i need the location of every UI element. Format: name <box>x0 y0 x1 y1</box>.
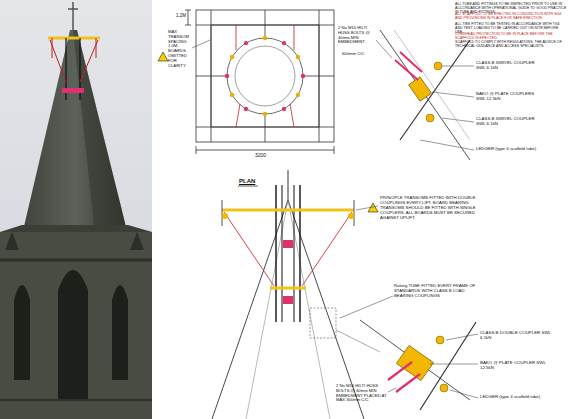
dimension-label: 1.2M <box>176 13 188 18</box>
coupler-mark <box>244 41 248 45</box>
note-label: PRINCIPLE TRANSOMS FITTED WITH DOUBLE CO… <box>380 196 484 221</box>
coupler-mark <box>282 41 286 45</box>
part-label: BAKO @ PLATE COUPLER SWL 12.5kN <box>480 360 560 370</box>
part-label: CLASS B SWIVEL COUPLER SWL 6.1kN <box>476 116 536 126</box>
coupler-mark <box>225 74 229 78</box>
part-label: LEDGER (type 4 scaffold tube) <box>476 146 556 151</box>
leader-lines <box>192 40 474 150</box>
coupler-mark <box>230 93 234 97</box>
spire-photo <box>0 0 152 419</box>
note-label: 600mm C/C <box>342 52 376 57</box>
coupler-mark <box>263 112 267 116</box>
general-note: OVERHEAD PROTECTION TO BE IN PLACE BEFOR… <box>455 32 567 40</box>
view-title: PLAN <box>239 178 263 185</box>
coupler-mark <box>296 93 300 97</box>
note-label: MAX TRANSOM SPACING 1.0M. BOARDS OMITTED… <box>168 30 192 69</box>
fixing-detail <box>380 30 470 160</box>
coupler-mark <box>230 55 234 59</box>
note-label: 2 No M10 HILTI HUSS BOLTS @ 40mm MIN EMB… <box>336 384 388 403</box>
note-label: Raking TUBE FITTED EVERY FRAME OF STANDA… <box>394 284 480 299</box>
dimension-label: 3200 <box>255 153 279 159</box>
general-note: SCAFFOLD TO COMPLY WITH REGULATIONS, THE… <box>455 40 567 48</box>
general-note: ALL SCAFFOLD TO BE ERECTED IN CONJUNCTIO… <box>455 12 567 20</box>
leader-lines <box>340 206 478 398</box>
coupler-marks <box>225 36 305 116</box>
coupler-mark <box>282 107 286 111</box>
part-label: CLASS B DOUBLE COUPLER SWL 6.1kN <box>480 330 560 340</box>
coupler-mark <box>244 107 248 111</box>
part-label: LEDGER (type 4 scaffold tube) <box>480 394 560 399</box>
coupler-mark <box>301 74 305 78</box>
coupler-mark <box>296 55 300 59</box>
note-label: 2 No M10 HILTI HUSS BOLTS @ 40mm MIN EMB… <box>338 26 376 45</box>
plan-view <box>185 10 334 186</box>
part-label: BAKO @ PLATE COUPLERS SWL 12.5kN <box>476 91 536 101</box>
part-label: CLASS B SWIVEL COUPLER SWL 6.1kN <box>476 60 536 70</box>
warning-icon <box>158 52 378 212</box>
coupler-mark <box>263 36 267 40</box>
